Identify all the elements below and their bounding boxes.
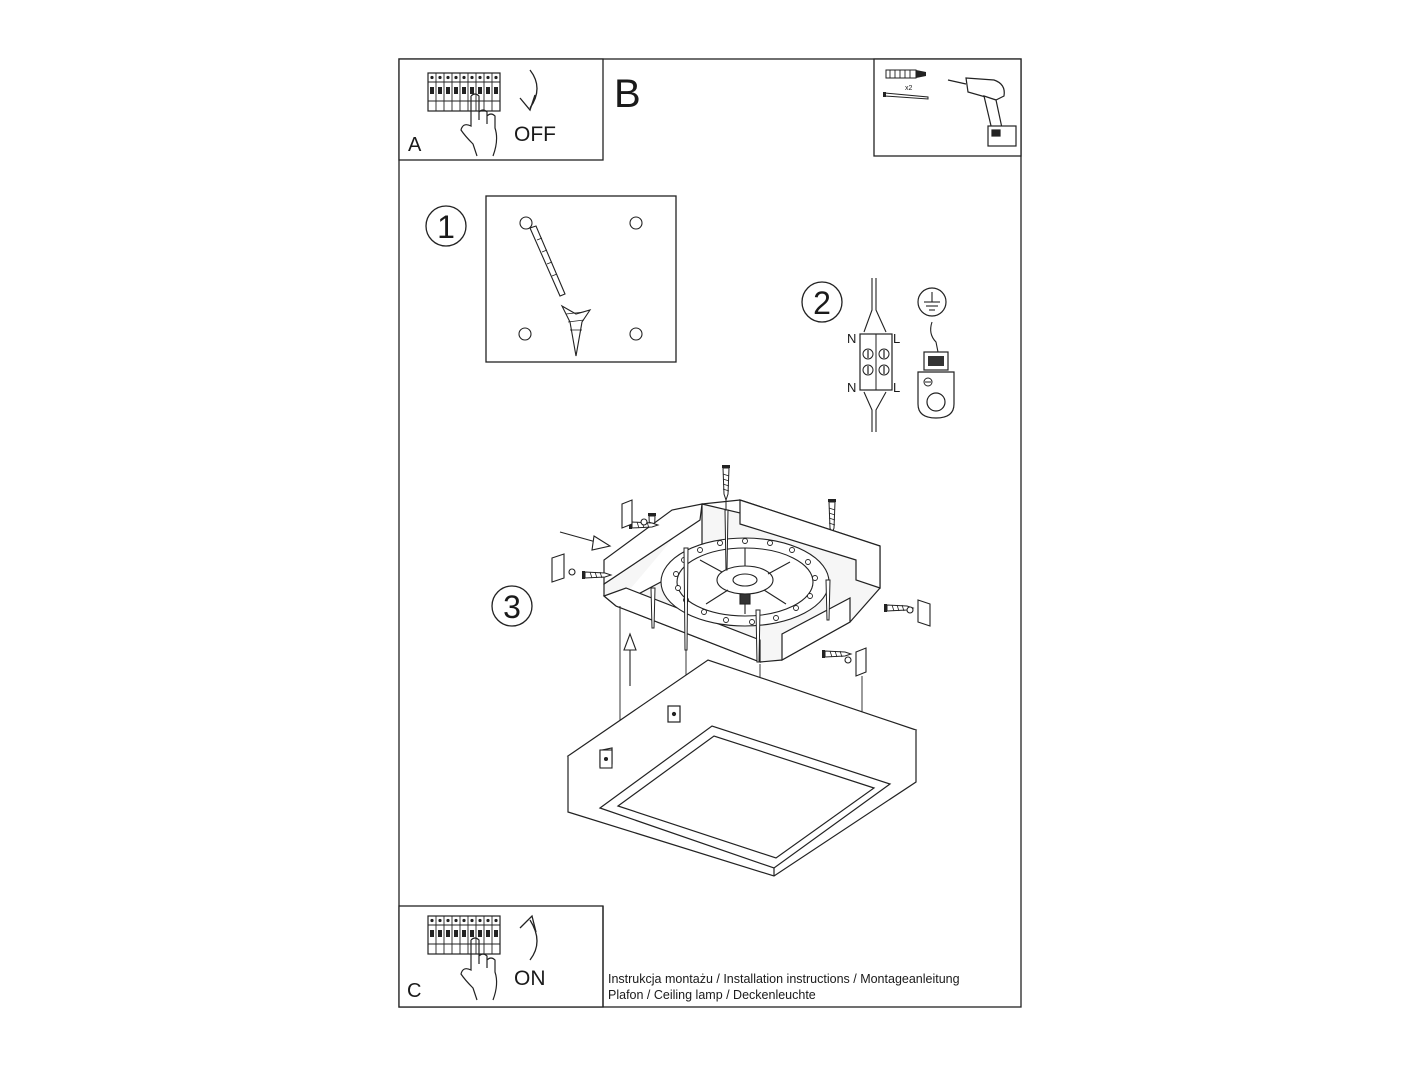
step-3-number: 3 — [503, 589, 521, 625]
step-1-number: 1 — [437, 209, 455, 245]
breaker-panel-icon — [427, 72, 501, 112]
ceiling-plate — [485, 195, 677, 363]
tools-box: x2 — [873, 58, 1022, 157]
off-label: OFF — [514, 123, 556, 146]
breaker-panel-icon — [427, 915, 501, 955]
live-label-top: L — [893, 331, 900, 346]
panel-b-letter: B — [614, 72, 641, 116]
supply-wires — [863, 278, 887, 432]
step-2: 2 N L N L — [801, 278, 955, 432]
arrow-up-icon — [529, 919, 538, 961]
on-label: ON — [514, 967, 546, 990]
screw-with-dowel-icon — [529, 225, 592, 357]
wall-plug-icon — [885, 69, 926, 79]
panel-c-letter: C — [407, 980, 421, 1002]
ceiling-lamp — [566, 659, 918, 877]
earth-terminal-icon — [917, 351, 955, 419]
mounting-holes — [518, 216, 643, 341]
push-arrow-icon — [559, 531, 612, 551]
drill-icon — [947, 77, 1017, 147]
long-screws — [650, 509, 831, 663]
neutral-label-top: N — [847, 331, 856, 346]
step-1: 1 — [425, 195, 677, 363]
neutral-label-bottom: N — [847, 380, 856, 395]
lamp-slot — [599, 749, 613, 769]
step-2-number: 2 — [813, 285, 831, 321]
lift-arrow-icon — [623, 632, 637, 686]
step-3: 3 — [491, 464, 931, 877]
caption-line-1: Instrukcja montażu / Installation instru… — [608, 972, 960, 986]
mounting-clips — [551, 499, 931, 677]
dowel-count: x2 — [905, 85, 913, 92]
panel-a-letter: A — [408, 134, 422, 156]
panel-c-switch-on: C ON — [398, 905, 604, 1008]
earth-ground-icon — [917, 287, 947, 317]
terminal-block — [859, 333, 893, 391]
instructions-caption: Instrukcja montażu / Installation instru… — [608, 971, 960, 1003]
panel-a-switch-off: A OFF — [398, 58, 604, 161]
caption-line-2: Plafon / Ceiling lamp / Deckenleuchte — [608, 988, 816, 1002]
screw-tool-icon — [883, 92, 929, 100]
live-label-bottom: L — [893, 380, 900, 395]
